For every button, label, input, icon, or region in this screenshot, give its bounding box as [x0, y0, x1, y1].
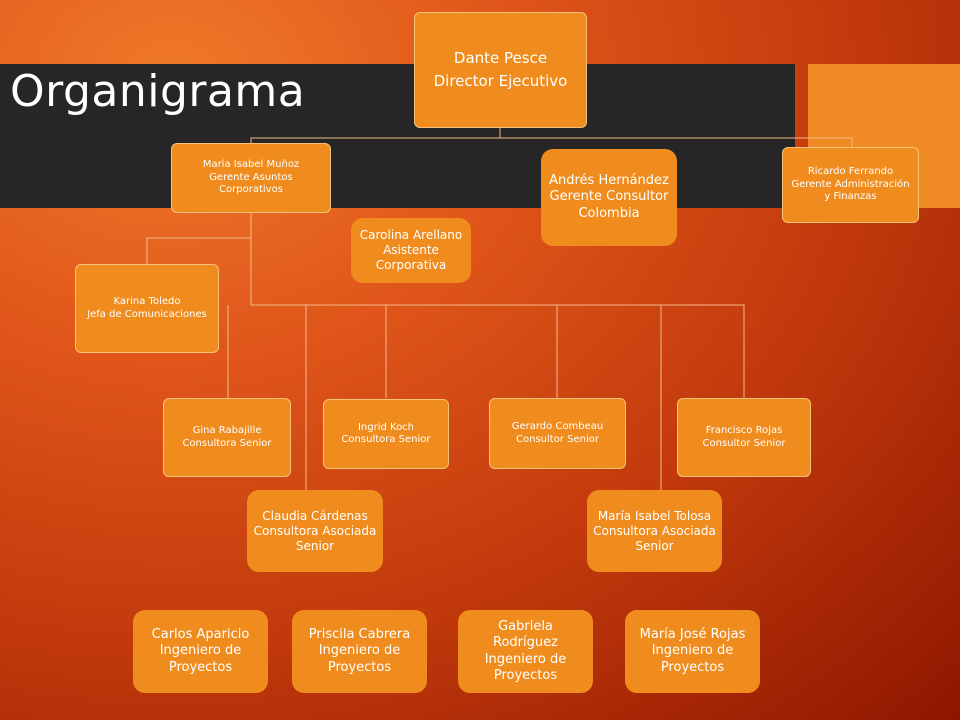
node-name: Claudia Cárdenas — [262, 508, 368, 523]
node-ingeniero-maria-jose: María José Rojas Ingeniero de Proyectos — [625, 610, 760, 693]
connector-to-consultants — [227, 238, 745, 490]
node-role: Jefa de Comunicaciones — [87, 308, 207, 320]
node-role: Director Ejecutivo — [433, 72, 568, 90]
node-gerente-colombia: Andrés Hernández Gerente Consultor Colom… — [541, 149, 677, 246]
node-ingeniero-carlos: Carlos Aparicio Ingeniero de Proyectos — [133, 610, 268, 693]
node-consultor-claudia: Claudia Cárdenas Consultora Asociada Sen… — [247, 490, 383, 572]
node-name: María Isabel Tolosa — [597, 508, 712, 523]
node-gerente-finanzas: Ricardo Ferrando Gerente Administración … — [782, 147, 919, 223]
node-consultor-maria-tolosa: María Isabel Tolosa Consultora Asociada … — [587, 490, 722, 572]
node-role: Consultor Senior — [516, 433, 599, 445]
node-role: Consultora Asociada Senior — [253, 523, 377, 553]
node-consultor-gina: Gina Rabajille Consultora Senior — [163, 398, 291, 477]
node-gerente-corporativos: María Isabel Muñoz Gerente Asuntos Corpo… — [171, 143, 331, 213]
node-role: Gerente Administración y Finanzas — [791, 178, 910, 203]
connector-director-to-managers — [250, 128, 853, 147]
node-role: Asistente Corporativa — [375, 243, 447, 272]
node-role: Gerente Asuntos Corporativos — [209, 171, 293, 196]
node-role: Ingeniero de Proyectos — [651, 643, 734, 675]
node-name: Ingrid Koch — [357, 421, 415, 433]
node-role: Consultora Senior — [182, 437, 272, 449]
node-name: Gina Rabajille — [192, 425, 262, 436]
node-name: Dante Pesce — [453, 48, 548, 67]
node-name: María José Rojas — [639, 627, 746, 643]
node-name: Carolina Arellano — [359, 228, 463, 242]
node-asistente: Carolina Arellano Asistente Corporativa — [351, 218, 471, 283]
node-name: Gabriela Rodríguez — [493, 619, 558, 651]
node-role: Consultora Senior — [341, 434, 431, 445]
node-ingeniero-priscila: Priscila Cabrera Ingeniero de Proyectos — [292, 610, 427, 693]
node-director: Dante Pesce Director Ejecutivo — [414, 12, 587, 128]
node-role: Ingeniero de Proyectos — [318, 643, 401, 675]
node-role: Consultora Asociada Senior — [593, 523, 716, 553]
node-name: Priscila Cabrera — [308, 627, 411, 643]
node-name: Andrés Hernández — [549, 173, 669, 189]
node-jefa-comunicaciones: Karina Toledo Jefa de Comunicaciones — [75, 264, 219, 353]
node-consultor-francisco: Francisco Rojas Consultor Senior — [677, 398, 811, 477]
node-name: Gerardo Combeau — [511, 421, 604, 432]
node-name: Francisco Rojas — [705, 425, 783, 436]
node-consultor-gerardo: Gerardo Combeau Consultor Senior — [489, 398, 626, 469]
node-role: Ingeniero de Proyectos — [159, 643, 242, 675]
node-name: Carlos Aparicio — [151, 627, 250, 643]
node-ingeniero-gabriela: Gabriela Rodríguez Ingeniero de Proyecto… — [458, 610, 593, 693]
node-name: Karina Toledo — [113, 296, 181, 307]
node-role: Gerente Consultor Colombia — [549, 189, 669, 221]
node-name: Ricardo Ferrando — [807, 166, 894, 178]
connector-to-communications — [146, 213, 252, 264]
slide-title: Organigrama — [10, 66, 306, 117]
node-role: Consultor Senior — [702, 437, 786, 449]
node-consultor-ingrid: Ingrid Koch Consultora Senior — [323, 399, 449, 469]
node-role: Ingeniero de Proyectos — [484, 651, 567, 683]
node-name: María Isabel Muñoz — [202, 159, 300, 171]
